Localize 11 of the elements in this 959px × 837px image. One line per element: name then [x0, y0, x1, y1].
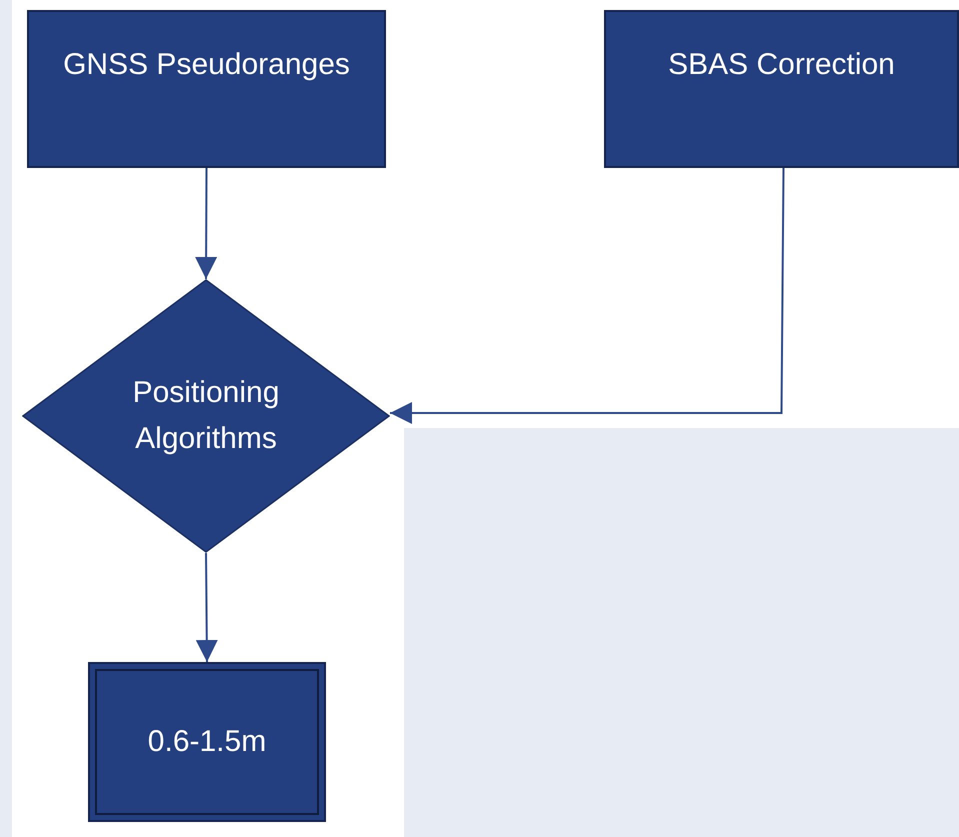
decision-diamond [22, 279, 390, 553]
node-label: 0.6-1.5m [148, 724, 266, 760]
arrow [196, 552, 218, 662]
node-label: GNSS Pseudoranges [63, 47, 350, 83]
arrow [390, 168, 784, 424]
node-label: SBAS Correction [668, 47, 895, 83]
node-label: Positioning Algorithms [132, 374, 280, 457]
process-box [27, 10, 386, 168]
process-box [604, 10, 959, 168]
arrow [195, 168, 218, 279]
process-box [88, 662, 326, 822]
